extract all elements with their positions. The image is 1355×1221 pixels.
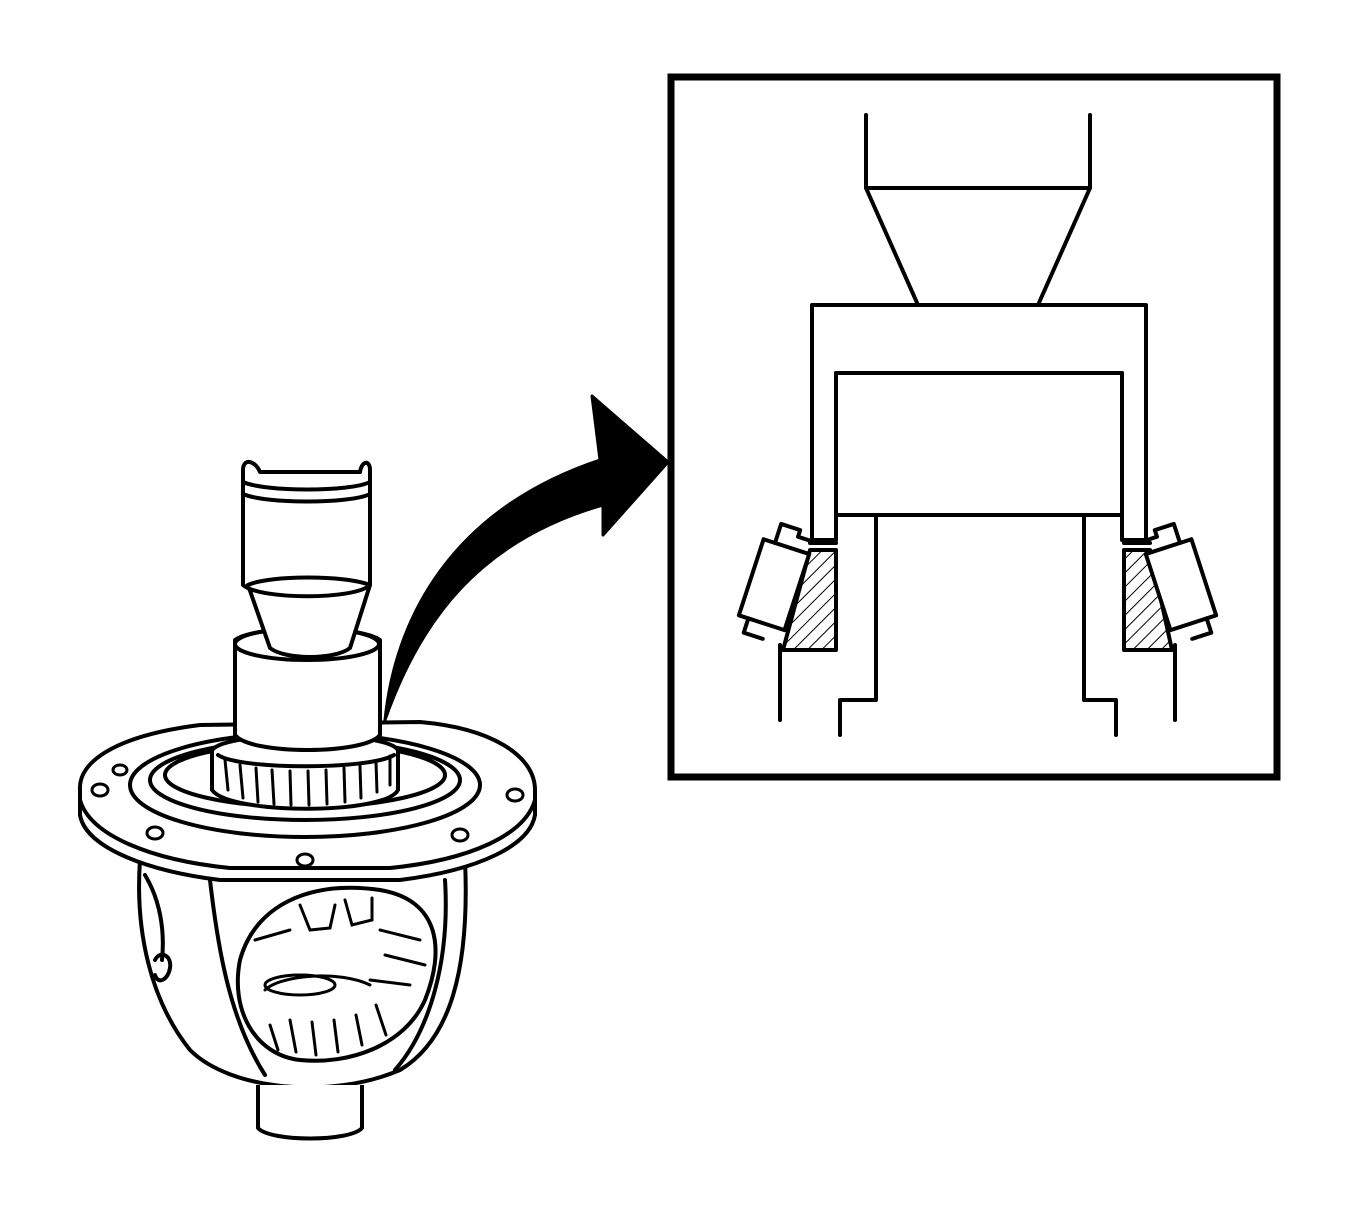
differential-case-icon [77,460,537,1141]
bolt-hole-icon [90,763,525,868]
side-gear-icon [253,896,427,1057]
detail-section-icon [667,73,1281,781]
bearing-installer-icon [233,460,382,752]
arrow-icon [383,394,670,722]
